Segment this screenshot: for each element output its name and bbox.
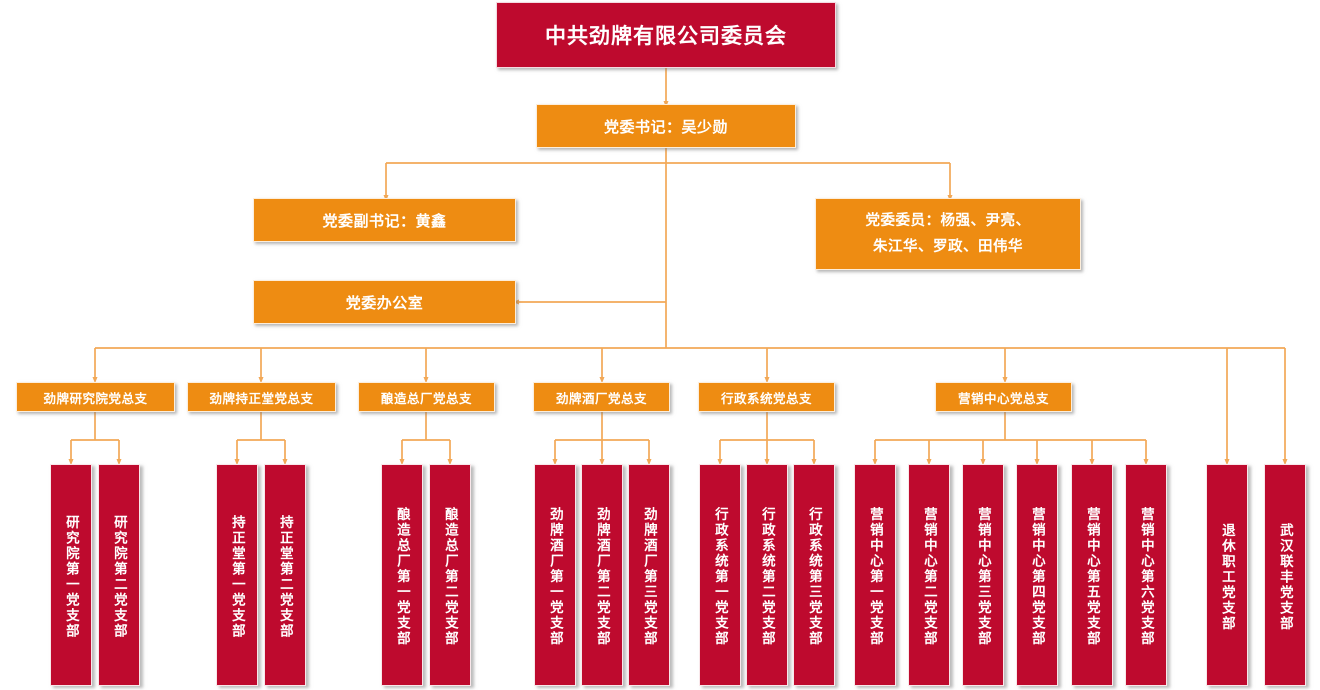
node-general-branch-5-label: 营销中心党总支	[957, 391, 1049, 406]
node-deputy-secretary-label: 党委副书记：黄鑫	[322, 212, 447, 230]
node-general-branch-3[interactable]: 劲牌酒厂党总支	[533, 382, 670, 412]
branch-card-admin-3[interactable]: 行政系统第三党支部	[793, 464, 835, 686]
branch-card-marketing-3-label: 营销中心第三党支部	[975, 507, 991, 647]
branch-card-research-1[interactable]: 研究院第一党支部	[50, 464, 92, 686]
branch-card-marketing-1-label: 营销中心第一党支部	[867, 507, 883, 647]
node-general-branch-2[interactable]: 酿造总厂党总支	[358, 382, 495, 412]
branch-card-marketing-2[interactable]: 营销中心第二党支部	[908, 464, 950, 686]
node-general-branch-0[interactable]: 劲牌研究院党总支	[16, 382, 175, 412]
branch-card-distillery-3[interactable]: 劲牌酒厂第三党支部	[628, 464, 670, 686]
branch-card-marketing-3[interactable]: 营销中心第三党支部	[962, 464, 1004, 686]
branch-card-admin-1[interactable]: 行政系统第一党支部	[699, 464, 741, 686]
node-root-committee[interactable]: 中共劲牌有限公司委员会	[496, 2, 836, 68]
branch-card-marketing-6[interactable]: 营销中心第六党支部	[1125, 464, 1167, 686]
branch-card-wuhan-lianfeng[interactable]: 武汉联丰党支部	[1264, 464, 1306, 686]
branch-card-chizhengtang-2[interactable]: 持正堂第二党支部	[264, 464, 306, 686]
branch-card-brewery-2-label: 酿造总厂第二党支部	[442, 507, 458, 647]
node-party-office-label: 党委办公室	[345, 294, 424, 312]
node-committee-members-line2: 朱江华、罗政、田伟华	[873, 239, 1023, 255]
branch-card-chizhengtang-1[interactable]: 持正堂第一党支部	[216, 464, 258, 686]
branch-card-retiree[interactable]: 退休职工党支部	[1206, 464, 1248, 686]
branch-card-distillery-1-label: 劲牌酒厂第一党支部	[547, 507, 563, 647]
node-general-branch-3-label: 劲牌酒厂党总支	[555, 391, 647, 406]
node-deputy-secretary[interactable]: 党委副书记：黄鑫	[253, 198, 516, 242]
branch-card-distillery-2-label: 劲牌酒厂第二党支部	[594, 507, 610, 647]
branch-card-admin-2[interactable]: 行政系统第二党支部	[746, 464, 788, 686]
branch-card-admin-1-label: 行政系统第一党支部	[712, 507, 728, 647]
node-root-label: 中共劲牌有限公司委员会	[545, 25, 787, 48]
branch-card-marketing-6-label: 营销中心第六党支部	[1138, 507, 1154, 647]
node-general-branch-4[interactable]: 行政系统党总支	[698, 382, 835, 412]
branch-card-chizhengtang-1-label: 持正堂第一党支部	[229, 515, 245, 639]
branch-card-marketing-4[interactable]: 营销中心第四党支部	[1016, 464, 1058, 686]
node-general-branch-1-label: 劲牌持正堂党总支	[209, 391, 314, 406]
branch-card-distillery-2[interactable]: 劲牌酒厂第二党支部	[581, 464, 623, 686]
branch-card-brewery-2[interactable]: 酿造总厂第二党支部	[429, 464, 471, 686]
branch-card-distillery-3-label: 劲牌酒厂第三党支部	[641, 507, 657, 647]
node-committee-members-line1: 党委委员：杨强、尹亮、	[865, 213, 1031, 229]
node-party-secretary-label: 党委书记：吴少勋	[603, 118, 728, 136]
branch-card-admin-2-label: 行政系统第二党支部	[759, 507, 775, 647]
node-general-branch-2-label: 酿造总厂党总支	[380, 391, 472, 406]
node-party-secretary[interactable]: 党委书记：吴少勋	[536, 104, 796, 148]
branch-card-marketing-2-label: 营销中心第二党支部	[921, 507, 937, 647]
branch-card-marketing-5-label: 营销中心第五党支部	[1084, 507, 1100, 647]
branch-card-brewery-1-label: 酿造总厂第一党支部	[394, 507, 410, 647]
branch-card-marketing-5[interactable]: 营销中心第五党支部	[1071, 464, 1113, 686]
branch-card-distillery-1[interactable]: 劲牌酒厂第一党支部	[534, 464, 576, 686]
branch-card-retiree-label: 退休职工党支部	[1219, 522, 1235, 632]
node-general-branch-4-label: 行政系统党总支	[720, 391, 812, 406]
branch-card-chizhengtang-2-label: 持正堂第二党支部	[277, 515, 293, 639]
node-party-office[interactable]: 党委办公室	[253, 280, 516, 324]
node-general-branch-1[interactable]: 劲牌持正堂党总支	[187, 382, 336, 412]
node-committee-members[interactable]: 党委委员：杨强、尹亮、 朱江华、罗政、田伟华	[815, 198, 1081, 270]
branch-card-marketing-4-label: 营销中心第四党支部	[1029, 507, 1045, 647]
node-general-branch-5[interactable]: 营销中心党总支	[935, 382, 1072, 412]
branch-card-research-2-label: 研究院第二党支部	[111, 515, 127, 639]
branch-card-admin-3-label: 行政系统第三党支部	[806, 507, 822, 647]
branch-card-research-1-label: 研究院第一党支部	[63, 515, 79, 639]
branch-card-brewery-1[interactable]: 酿造总厂第一党支部	[381, 464, 423, 686]
branch-card-marketing-1[interactable]: 营销中心第一党支部	[854, 464, 896, 686]
branch-card-wuhan-lianfeng-label: 武汉联丰党支部	[1277, 522, 1293, 632]
branch-card-research-2[interactable]: 研究院第二党支部	[98, 464, 140, 686]
node-general-branch-0-label: 劲牌研究院党总支	[43, 391, 148, 406]
